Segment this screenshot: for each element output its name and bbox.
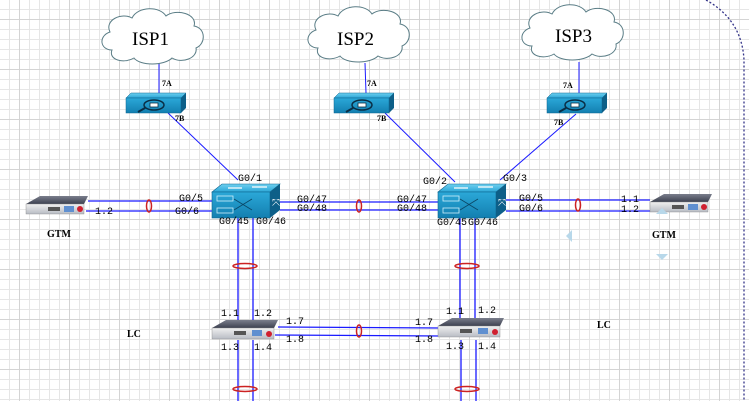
cloud-label-isp2: ISP2: [337, 29, 374, 50]
gtm-right-port-top: 1.1: [621, 195, 640, 206]
resize-handle-top[interactable]: [656, 208, 668, 214]
gtm-left-server[interactable]: [25, 196, 88, 215]
gtm-right-server[interactable]: [649, 194, 712, 213]
sw1-port-right-top: G0/47: [297, 195, 328, 206]
isp3-port-top: 7A: [563, 81, 573, 90]
lc-left-port-1-3: 1.3: [221, 343, 240, 354]
zone-boundary: [705, 0, 745, 401]
lc-right-server[interactable]: [437, 318, 504, 338]
svg-text:⤧: ⤧: [272, 198, 280, 209]
lc-left-port-1-8: 1.8: [286, 335, 305, 346]
lag-gtm-left: [145, 199, 153, 213]
isp1-port-bottom: 7B: [175, 114, 185, 123]
lc-left-port-1-7: 1.7: [286, 317, 305, 328]
resize-handle-left[interactable]: [566, 230, 572, 242]
sw2-port-right-bottom: G0/6: [519, 204, 544, 215]
lag-lc-left-down: [232, 385, 258, 393]
isp2-port-top: 7A: [367, 79, 377, 88]
sw2-port-down-left: G0/45: [437, 218, 468, 229]
sw1-port-right-bottom: G0/48: [297, 204, 328, 215]
lag-sw2-lc-right: [454, 262, 480, 270]
link-isp2-sw2: [384, 112, 456, 183]
lc-left-server[interactable]: [211, 320, 278, 340]
sw2-port-left-top: G0/47: [397, 195, 428, 206]
link-isp1-sw1: [167, 112, 239, 181]
cloud-isp3: [521, 4, 624, 61]
sw2-port-uplink-right: G0/3: [503, 174, 528, 185]
cloud-label-isp1: ISP1: [132, 29, 169, 50]
lc-right-port-1-4: 1.4: [478, 342, 497, 353]
gtm-right-port-bottom: 1.2: [621, 205, 640, 216]
gtm-left-label: GTM: [47, 229, 71, 240]
switch-sw2[interactable]: ⤧: [437, 183, 507, 219]
sw1-port-down-left: G0/45: [219, 217, 250, 228]
isp2-device[interactable]: [333, 92, 395, 114]
sw1-port-down-right: G0/46: [256, 217, 287, 228]
lag-sw1-lc-left: [232, 262, 258, 270]
isp3-port-bottom: 7B: [554, 118, 564, 127]
cloud-isp1: [101, 8, 204, 65]
lag-gtm-right: [574, 198, 582, 212]
isp3-device[interactable]: [546, 92, 608, 114]
link-isp3-sw2: [499, 113, 577, 181]
lc-right-port-1-1: 1.1: [446, 307, 465, 318]
lc-right-port-1-2: 1.2: [478, 306, 497, 317]
gtm-right-label: GTM: [652, 230, 676, 241]
lag-lc-right-down: [454, 385, 480, 393]
lc-left-label: LC: [127, 329, 141, 340]
sw2-port-left-bottom: G0/48: [397, 204, 428, 215]
isp1-device[interactable]: [125, 92, 187, 114]
lc-right-label: LC: [597, 320, 611, 331]
lc-left-port-1-2: 1.2: [254, 309, 273, 320]
lag-lc-lc: [355, 324, 363, 338]
lag-sw1-sw2: [355, 199, 363, 213]
svg-text:⤧: ⤧: [498, 198, 506, 209]
isp1-port-top: 7A: [162, 79, 172, 88]
sw2-port-right-top: G0/5: [519, 194, 544, 205]
resize-handle-bottom[interactable]: [656, 254, 668, 260]
sw2-port-down-right: G0/46: [468, 218, 499, 229]
cloud-label-isp3: ISP3: [555, 26, 592, 47]
lc-right-port-1-3: 1.3: [446, 342, 465, 353]
lc-right-port-1-8: 1.8: [415, 335, 434, 346]
link-lc-lc-a: [277, 326, 441, 329]
link-isp2: [364, 62, 367, 94]
lc-right-port-1-7: 1.7: [415, 318, 434, 329]
isp2-port-bottom: 7B: [377, 114, 387, 123]
sw1-port-uplink: G0/1: [238, 174, 263, 185]
sw1-port-left-top: G0/5: [179, 194, 204, 205]
lc-left-port-1-4: 1.4: [254, 343, 273, 354]
gtm-left-port: 1.2: [95, 207, 114, 218]
sw2-port-uplink-left: G0/2: [423, 177, 448, 188]
lc-left-port-1-1: 1.1: [221, 309, 240, 320]
sw1-port-left-bottom: G0/6: [175, 207, 200, 218]
cloud-isp2: [307, 6, 410, 63]
switch-sw1[interactable]: ⤧: [211, 183, 281, 219]
